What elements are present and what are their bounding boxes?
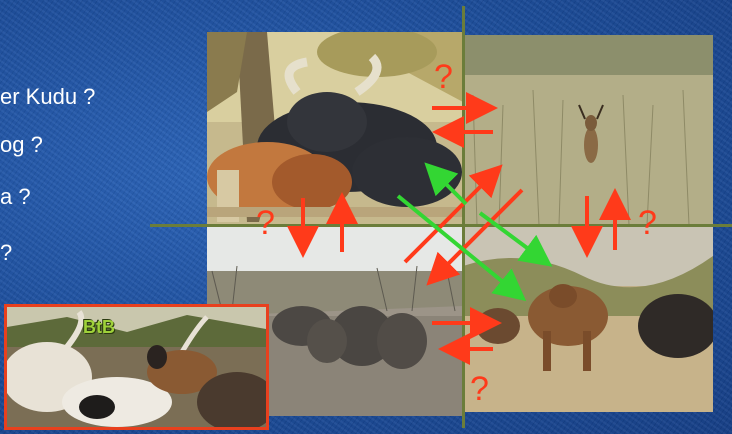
photo-gazelle xyxy=(463,35,713,226)
arrow-diag-green-right xyxy=(478,211,553,267)
arrow-diag-green-upleft xyxy=(424,162,468,206)
question-mark-top: ? xyxy=(434,58,453,96)
btb-label: BtB xyxy=(83,317,115,337)
bullet-warthog: og ? xyxy=(0,132,43,157)
bullet-greater-kudu: er Kudu ? xyxy=(0,84,96,109)
bullet-fourth: ? xyxy=(0,240,13,265)
bullet-third: a ? xyxy=(0,184,31,209)
arrow-diag-green-down xyxy=(396,194,527,302)
btb-inset: BtB xyxy=(4,304,269,430)
question-mark-bottom: ? xyxy=(470,370,489,408)
btb-cattle-photo xyxy=(7,307,266,427)
question-mark-left: ? xyxy=(256,204,275,242)
vertical-divider xyxy=(462,6,465,428)
arrow-diag-red-up xyxy=(403,164,503,264)
question-mark-right: ? xyxy=(638,204,657,242)
arrow-diag-red-down xyxy=(426,188,524,286)
